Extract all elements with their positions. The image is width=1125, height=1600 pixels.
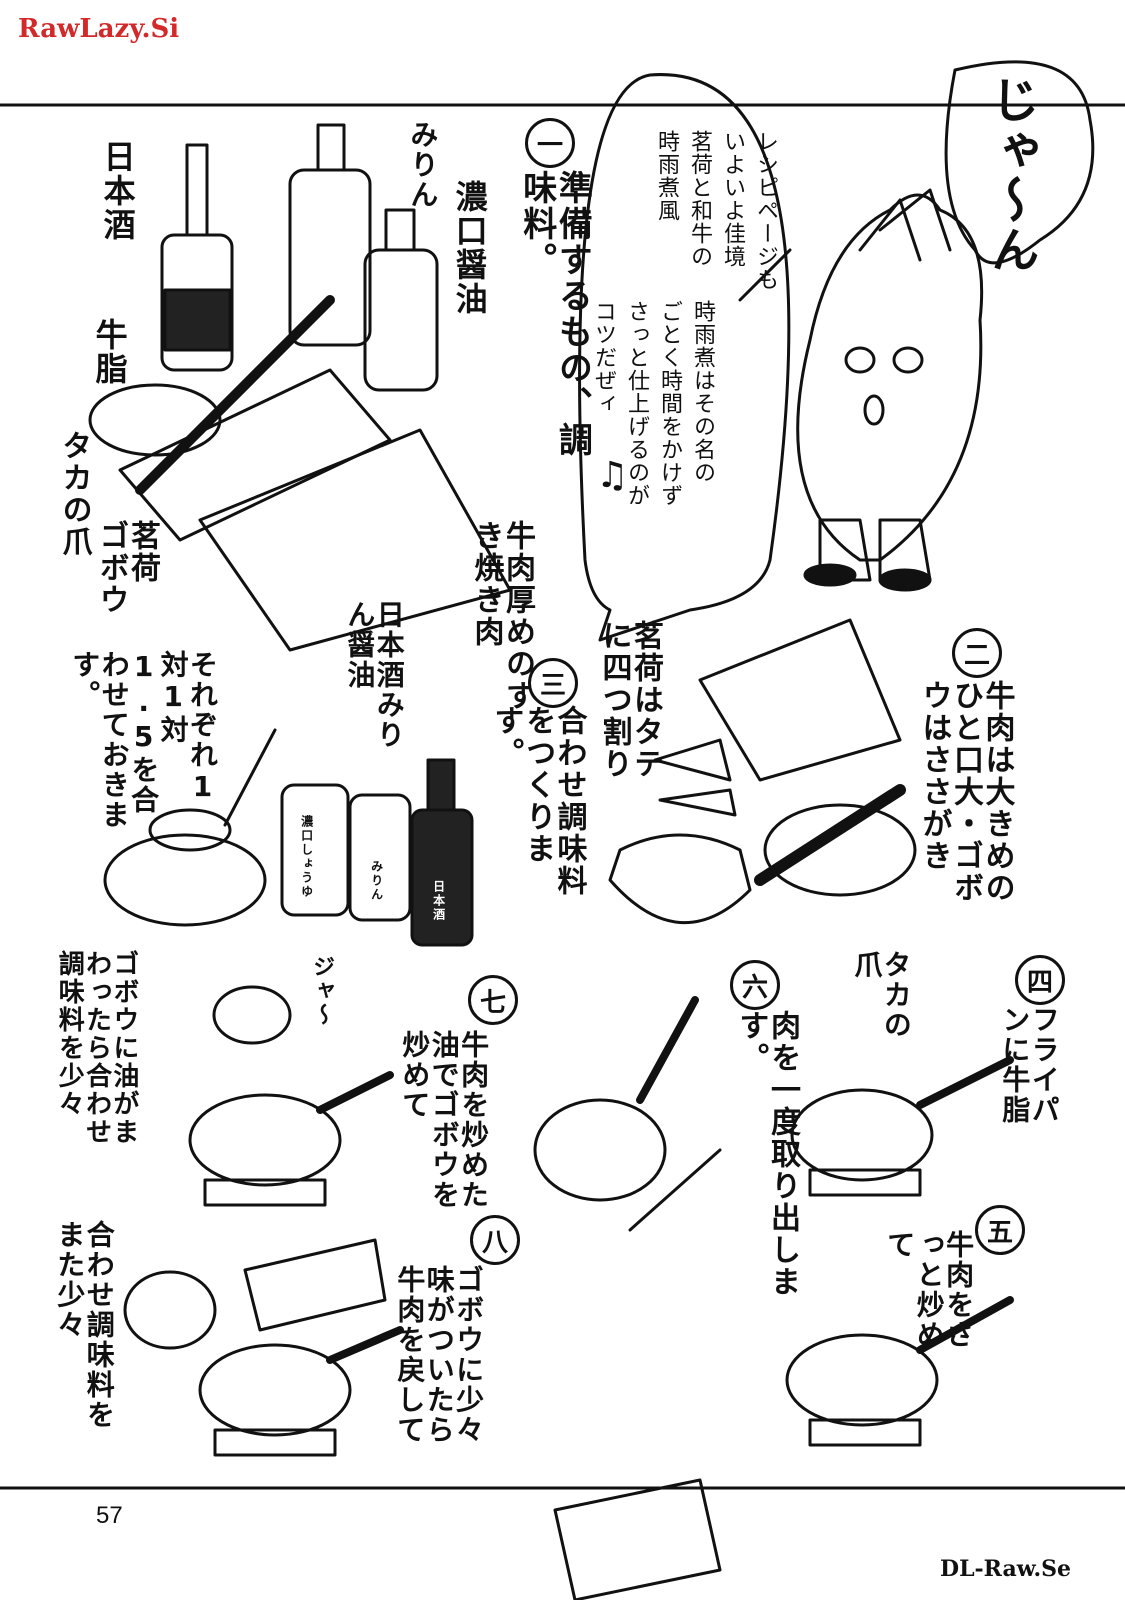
pan-step6: [533, 996, 722, 1232]
bottle-label-sake: 日本酒: [431, 880, 446, 922]
label-step7-extra: ゴボウに油がまわったら合わせ調味料を少々: [54, 950, 139, 1146]
sake-bottle-2: [410, 808, 474, 947]
step-number-7: 七: [468, 975, 518, 1025]
step-number-8: 八: [470, 1215, 520, 1265]
mirin-bottle: [363, 248, 439, 392]
label-taka: タカの爪: [56, 430, 92, 558]
bottle-label-soy: 濃口しょうゆ: [299, 815, 314, 899]
step-number-4: 四: [1015, 955, 1065, 1005]
pan-step4: [790, 1056, 1014, 1197]
bubble-line: さっと仕上げるのが: [624, 300, 649, 507]
label-mirin: みりん: [406, 120, 440, 210]
beef-fat-bowl: [88, 383, 222, 457]
label-step4-extra: タカの爪: [850, 950, 913, 1040]
myoga-tray: [118, 368, 392, 542]
step-text-1: 準備するもの、調味料。: [516, 170, 593, 458]
step-text-5: 牛肉をさっと炒めて: [883, 1230, 976, 1350]
tray-step6: [553, 1478, 722, 1600]
gobo-bowl: [763, 803, 917, 897]
bubble-line: レシピページも: [753, 130, 778, 291]
step-number-2: 二: [952, 628, 1002, 678]
ladle: [148, 808, 232, 852]
speech-bubble-tip: 時雨煮はその名の ごとく時間をかけず さっと仕上げるのが コツだぜィ: [587, 300, 719, 600]
label-sake: 日本酒: [98, 140, 137, 242]
bottle-label-mirin: みりん: [369, 860, 384, 902]
label-beef-fat: 牛脂: [90, 318, 129, 386]
step-text-2: 牛肉は大きめのひと口大・ゴボウはささがき: [916, 680, 1015, 904]
bubble-line: ごとく時間をかけず: [657, 300, 682, 507]
bubble-line: 時雨煮風: [654, 130, 679, 222]
pan-step7: [188, 985, 394, 1207]
pan-step8: [123, 1238, 404, 1457]
pan-step5: [785, 1296, 1014, 1447]
soy-bottle: [288, 168, 372, 347]
bubble-line: いよいよ佳境: [720, 130, 745, 268]
bubble-line: 時雨煮はその名の: [690, 300, 715, 484]
step-number-1: 一: [525, 118, 575, 168]
watermark-top: RawLazy.Si: [18, 14, 180, 44]
sauce-bowl: [103, 833, 267, 927]
soy-bottle-2: [280, 783, 350, 917]
label-ratio: それぞれ1対1対1.5を合わせておきます。: [68, 650, 219, 830]
bubble-line: 茗荷と和牛の: [687, 130, 712, 268]
label-jyaa: ジャ〜: [309, 955, 335, 1027]
step-text-3: 合わせ調味料をつくります。: [488, 705, 587, 897]
label-myoga-cut: 茗荷はタテに四つ割り: [596, 620, 664, 780]
label-step8-extra: 合わせ調味料をまた少々: [53, 1220, 116, 1430]
step-number-3: 三: [528, 658, 578, 708]
speech-bubble-outline: [578, 73, 791, 642]
step-text-4: フライパンに牛脂: [998, 1005, 1061, 1125]
myoga-mascot-body: [796, 193, 984, 562]
myoga-bowl: [608, 833, 752, 924]
label-myoga-gobo: 茗荷 ゴボウ: [93, 520, 161, 616]
music-note-icon: ♫: [596, 455, 629, 496]
title-burst-outline: [944, 60, 1095, 265]
sauce-cup-2: [123, 1270, 217, 1350]
step-number-5: 五: [975, 1205, 1025, 1255]
title-burst-text: じゃ〜ん: [982, 75, 1039, 275]
step-number-6: 六: [730, 960, 780, 1010]
step-text-6: 肉を一度取り出します。: [733, 1010, 801, 1298]
watermark-bottom: DL-Raw.Se: [940, 1556, 1071, 1582]
bubble-line: コツだぜィ: [591, 300, 616, 415]
page-number: 57: [96, 1502, 123, 1529]
step-text-8: ゴボウに少々味がついたら牛肉を戻して: [393, 1265, 486, 1445]
label-sauce-list: 日本酒みりん醤油: [343, 600, 406, 750]
label-beef: 牛肉厚めのすき焼き肉: [468, 520, 536, 712]
mirin-bottle-2: [348, 793, 412, 922]
step-text-7: 牛肉を炒めた油でゴボウを炒めて: [398, 1030, 491, 1210]
beef-tray: [198, 428, 512, 652]
beef-cut-tray: [698, 618, 902, 782]
label-soy: 濃口醤油: [450, 180, 489, 316]
speech-bubble-main: レシピページも いよいよ佳境 茗荷と和牛の 時雨煮風: [650, 130, 782, 430]
sauce-cup: [212, 985, 292, 1045]
